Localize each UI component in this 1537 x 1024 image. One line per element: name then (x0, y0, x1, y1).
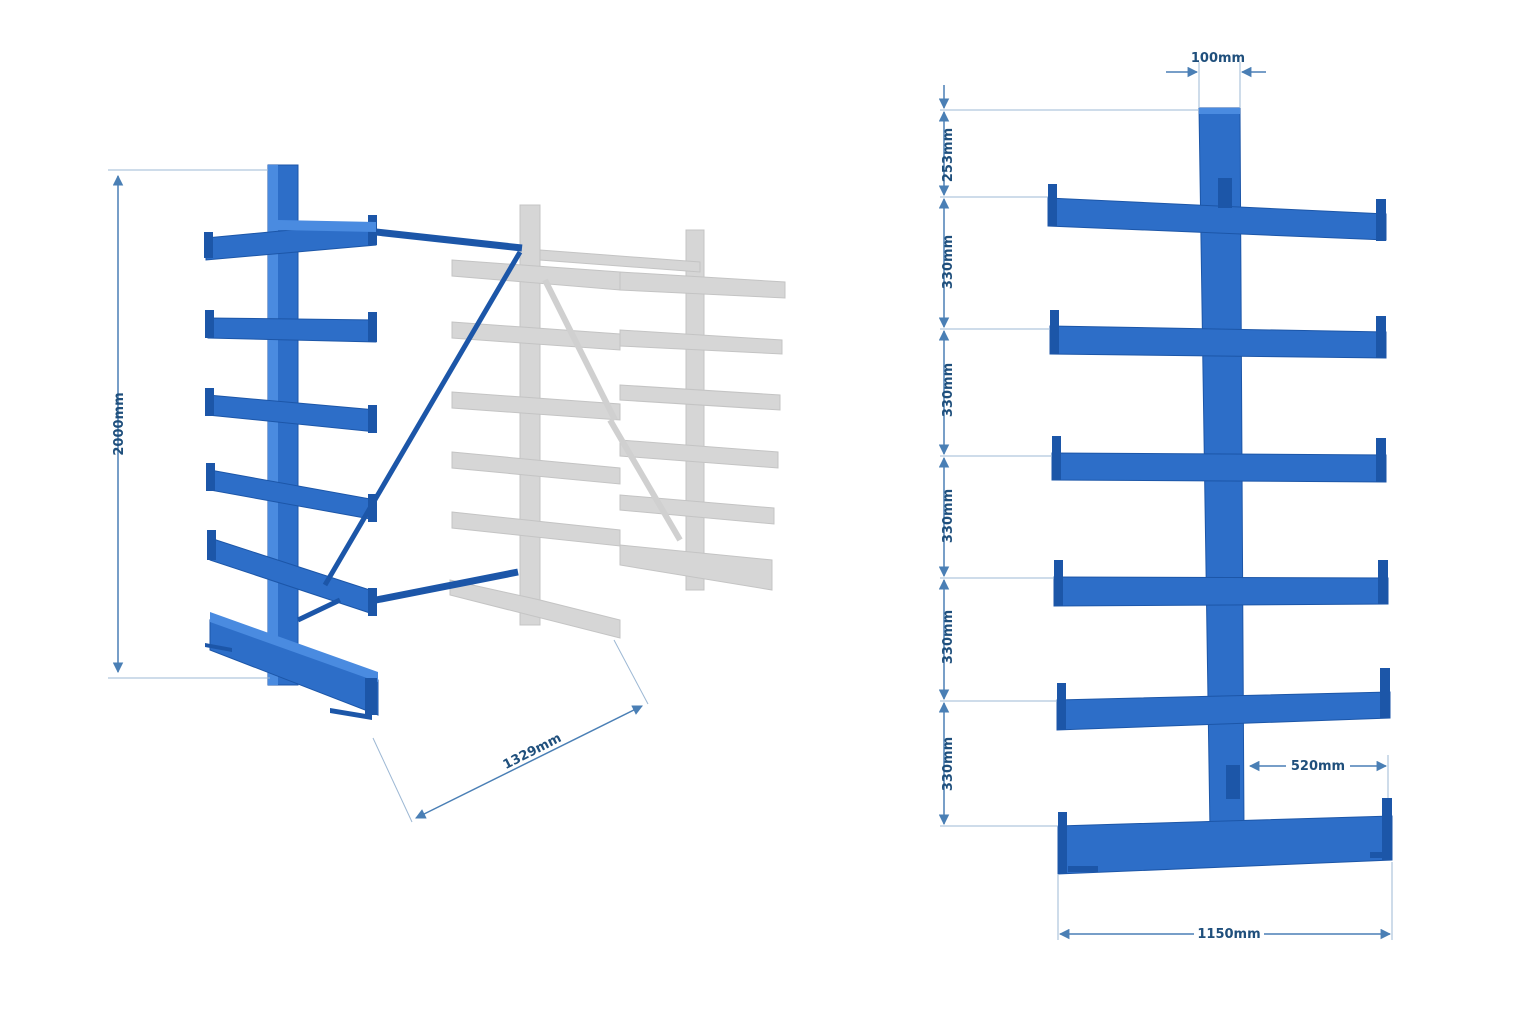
height-label: 2000mm (112, 392, 127, 455)
depth-label: 1329mm (501, 731, 564, 773)
arm-length-dimension: 520mm (1248, 755, 1389, 798)
front-view: 100mm 253mm 330mm (938, 51, 1393, 942)
front-rack (1047, 107, 1393, 875)
column-width-label: 100mm (1191, 51, 1245, 66)
spacing-label-1: 253mm (941, 128, 956, 182)
ghost-rack-extension (449, 204, 786, 639)
base-width-label: 1150mm (1197, 927, 1260, 942)
arm-spacing-dimensions: 253mm 330mm 330mm 330mm 330mm 330mm (938, 85, 1199, 827)
spacing-label-5: 330mm (941, 610, 956, 664)
spacing-label-6: 330mm (941, 737, 956, 791)
blue-rack-column (204, 164, 523, 720)
perspective-view: 2000mm 1329mm (108, 164, 786, 823)
arm-length-label: 520mm (1291, 759, 1345, 774)
height-dimension: 2000mm (108, 169, 270, 679)
spacing-label-3: 330mm (941, 363, 956, 417)
depth-dimension: 1329mm (372, 639, 649, 823)
column-width-dimension: 100mm (1166, 51, 1266, 108)
spacing-label-4: 330mm (941, 489, 956, 543)
spacing-label-2: 330mm (941, 235, 956, 289)
base-width-dimension: 1150mm (1057, 862, 1393, 942)
